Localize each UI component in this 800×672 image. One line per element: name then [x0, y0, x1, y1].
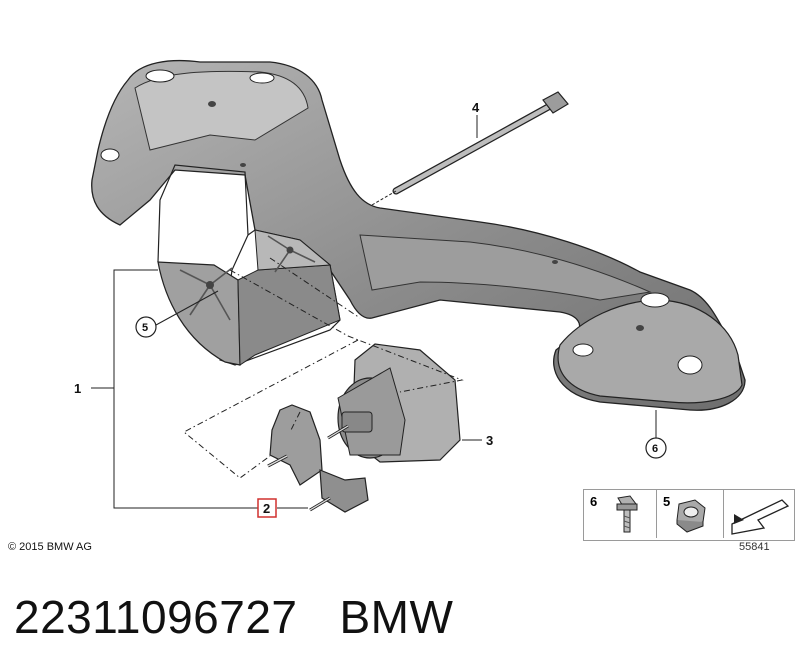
- fastener-legend: 6 5: [583, 489, 795, 541]
- callout-6-circle: [645, 437, 667, 459]
- bolt-part-4: [371, 91, 569, 206]
- callout-2: 2: [263, 501, 270, 516]
- callout-5-circle: [135, 316, 157, 338]
- part-number: 22311096727: [14, 591, 298, 643]
- bolt-icon: [616, 495, 638, 533]
- brand-name: BMW: [339, 591, 454, 643]
- part-number-line: 22311096727 BMW: [14, 590, 453, 644]
- assembly-lines: [183, 257, 464, 479]
- legend-number-5: 5: [663, 494, 671, 509]
- callout-2-highlight: [257, 498, 277, 518]
- direction-arrow-icon: [731, 499, 790, 535]
- legend-number-6: 6: [590, 494, 598, 509]
- callout-3: 3: [486, 433, 493, 448]
- callout-4: 4: [472, 100, 480, 115]
- callout-5: 5: [142, 322, 148, 334]
- exploded-parts-diagram: 1 2 3 4 5 6: [74, 59, 746, 518]
- rubber-mount-part-3: [327, 343, 461, 463]
- legend-cell-bolt: 6: [584, 490, 657, 538]
- leader-lines: [91, 115, 657, 509]
- copyright-text: © 2015 BMW AG: [8, 541, 92, 553]
- nut-icon: [676, 499, 706, 533]
- legend-cell-direction: [724, 490, 794, 538]
- callout-6: 6: [652, 443, 658, 455]
- legend-cell-nut: 5: [657, 490, 724, 538]
- rear-axle-carrier: [91, 59, 746, 411]
- callout-1: 1: [74, 381, 81, 396]
- diagram-reference-number: 55841: [739, 541, 770, 553]
- bracket-part-2: [267, 404, 369, 513]
